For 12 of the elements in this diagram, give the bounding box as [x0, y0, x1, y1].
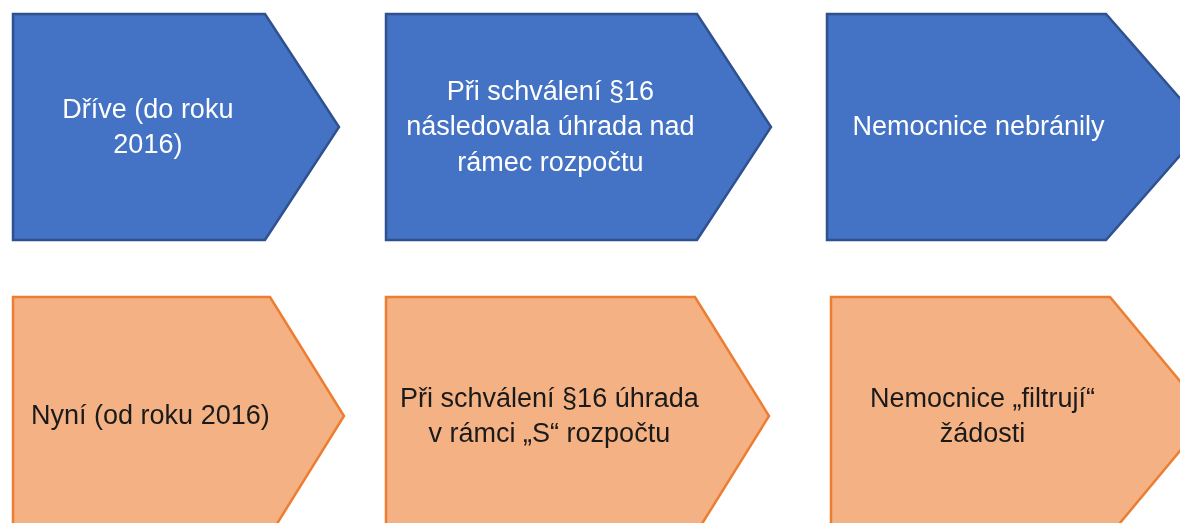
pentagon-arrow-shape: [830, 296, 1180, 523]
step-text: Nemocnice „filtrují“ žádosti: [868, 381, 1096, 450]
step-text: Při schválení §16 úhrada v rámci „S“ rozpočtu: [399, 381, 700, 450]
pentagon-arrow-shape: [385, 296, 770, 523]
step-text: Nyní (od roku 2016): [31, 399, 270, 433]
pentagon-arrow-shape: [385, 13, 772, 241]
step-text: Nemocnice nebránily: [852, 110, 1105, 144]
pentagon-arrow-shape: [826, 13, 1180, 241]
pentagon-arrow-shape: [12, 296, 345, 523]
step-text: Dříve (do roku 2016): [61, 92, 235, 161]
pentagon-arrow-shape: [12, 13, 340, 241]
step-text: Při schválení §16 následovala úhrada nad rámec rozpočtu: [405, 75, 696, 179]
